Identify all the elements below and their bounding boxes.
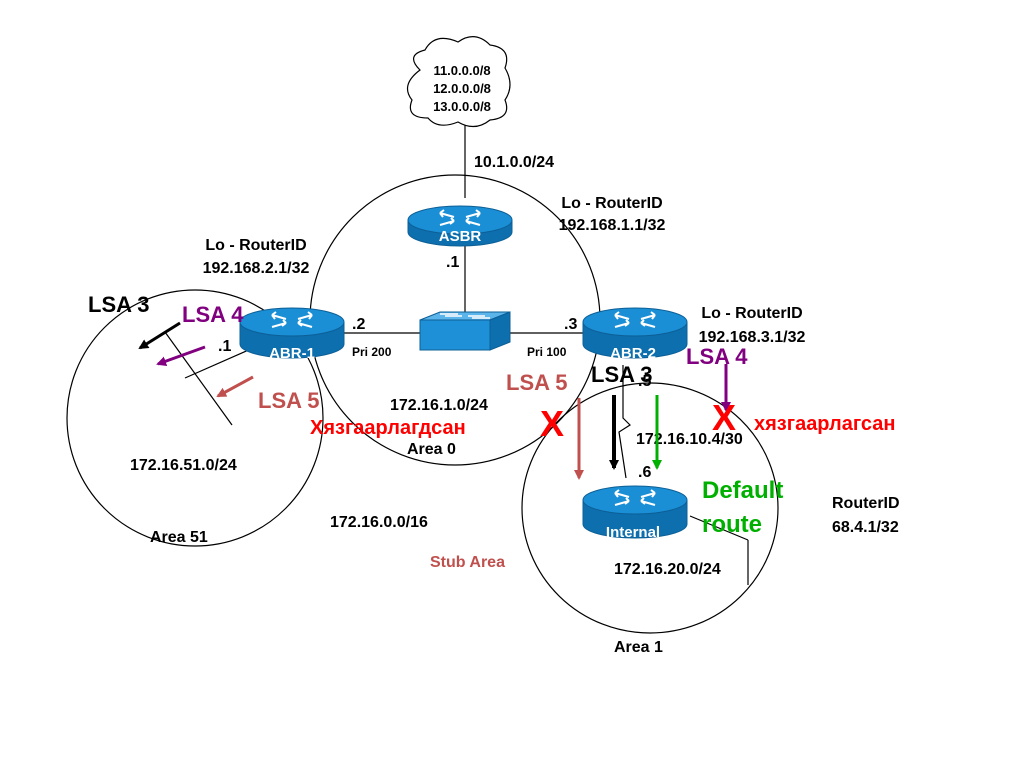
asbr-uplink-net: 10.1.0.0/24 [474, 154, 554, 171]
abr2-label: ABR-2 [610, 345, 656, 362]
restricted-left-text: Хязгаарлагдсан [310, 417, 466, 439]
internal-lan-h [689, 515, 749, 541]
lsa5-left-text: LSA 5 [258, 388, 320, 413]
asbr-if: .1 [446, 254, 459, 271]
internal-lo-title: RouterID [832, 495, 900, 512]
abr1-if-area0: .2 [352, 316, 365, 333]
area51-boundary [66, 289, 324, 547]
router-asbr[interactable] [407, 205, 513, 247]
default-route-line2: route [702, 511, 762, 538]
abr2-lo-title: Lo - RouterID [701, 305, 802, 322]
area0-net: 172.16.1.0/24 [390, 397, 488, 414]
area1-label: Area 1 [614, 639, 663, 656]
abr2-priority: Pri 100 [527, 345, 567, 359]
asbr-lo-ip: 192.168.1.1/32 [559, 217, 666, 234]
area1-lan-net: 172.16.20.0/24 [614, 561, 721, 578]
area51-lan [164, 331, 233, 426]
lsa3-right-text: LSA 3 [591, 362, 653, 387]
internal-lo-ip: 68.4.1/32 [832, 519, 899, 536]
area1-link-net: 172.16.10.4/30 [636, 431, 743, 448]
serial-link [618, 365, 631, 479]
cloud-route-2: 12.0.0.0/8 [433, 81, 491, 96]
abr1-if-area51: .1 [218, 338, 231, 355]
cloud-route-3: 13.0.0.0/8 [433, 99, 491, 114]
abr1-lo-ip: 192.168.2.1/32 [203, 260, 310, 277]
summary-net: 172.16.0.0/16 [330, 514, 428, 531]
abr1-lo-title: Lo - RouterID [205, 237, 306, 254]
default-route-line1: Default [702, 477, 783, 504]
area0-label: Area 0 [407, 441, 456, 458]
lsa5-right-text: LSA 5 [506, 370, 568, 395]
lsa4-blocked-x: X [712, 397, 736, 438]
lsa4-right-text: LSA 4 [686, 344, 748, 369]
lsa5-blocked-x: X [540, 403, 564, 444]
cloud-route-1: 11.0.0.0/8 [433, 63, 490, 78]
abr2-if-area1: .5 [638, 373, 651, 390]
lsa3-left-text: LSA 3 [88, 292, 150, 317]
abr2-lo-ip: 192.168.3.1/32 [699, 329, 806, 346]
internal-label: Internal [606, 524, 660, 541]
lsa3-left-arrow [138, 321, 181, 350]
router-abr2[interactable] [582, 307, 688, 359]
stub-area-label: Stub Area [430, 554, 505, 571]
abr1-label: ABR-1 [269, 345, 315, 362]
router-internal[interactable] [582, 485, 688, 539]
internal-if: .6 [638, 464, 651, 481]
lsa4-left-text: LSA 4 [182, 302, 244, 327]
external-cloud [406, 36, 511, 128]
area51-label: Area 51 [150, 529, 208, 546]
area0-switch [419, 311, 511, 351]
asbr-label: ASBR [439, 228, 482, 245]
abr1-priority: Pri 200 [352, 345, 392, 359]
router-abr1[interactable] [239, 307, 345, 359]
lsa5-left-arrow [216, 375, 254, 398]
restricted-right-text: хязгаарлагсан [754, 413, 896, 435]
abr2-if-area0: .3 [564, 316, 577, 333]
asbr-lo-title: Lo - RouterID [561, 195, 662, 212]
lsa4-left-arrow [156, 345, 206, 366]
area1-boundary [521, 382, 779, 634]
area51-net: 172.16.51.0/24 [130, 457, 237, 474]
